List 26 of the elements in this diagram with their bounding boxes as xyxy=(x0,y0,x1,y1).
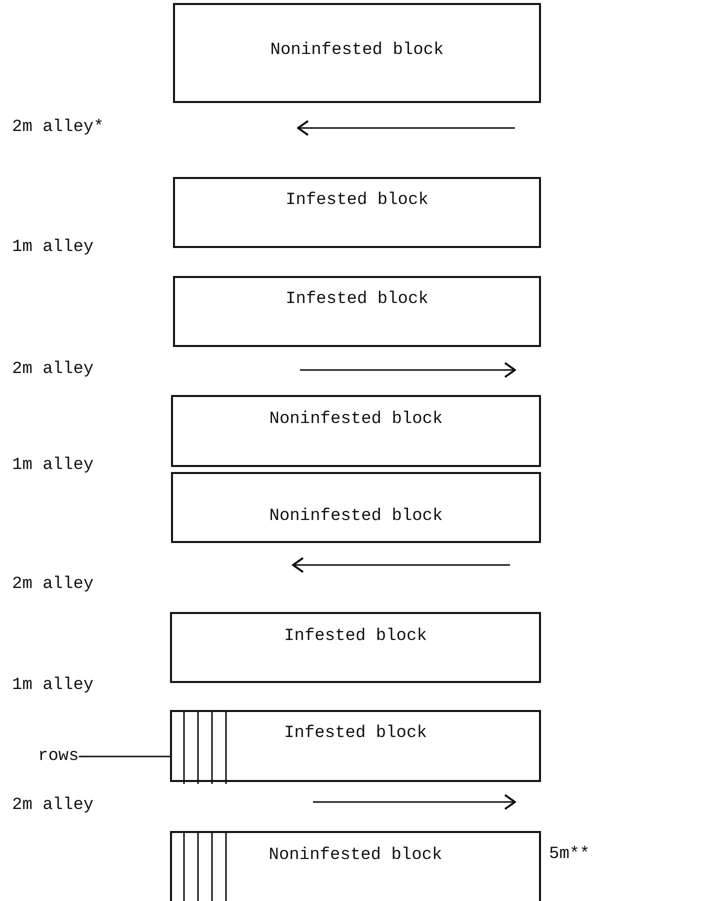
field-block xyxy=(170,831,541,901)
alley-label: 2m alley xyxy=(12,360,94,379)
block-label: Noninfested block xyxy=(268,846,444,865)
field-block xyxy=(171,472,541,543)
field-block xyxy=(173,3,541,103)
alley-label: 1m alley xyxy=(12,456,94,475)
block-label: Infested block xyxy=(284,191,430,210)
alley-label: 2m alley xyxy=(12,575,94,594)
block-label: Infested block xyxy=(283,724,428,743)
field-block xyxy=(173,177,541,248)
block-label: Noninfested block xyxy=(269,41,445,60)
alley-label: 2m alley xyxy=(12,796,94,815)
field-block xyxy=(171,395,541,467)
callout-label: rows xyxy=(38,747,79,766)
block-label: Infested block xyxy=(284,290,430,309)
alley-label: 2m alley* xyxy=(12,118,104,137)
field-block xyxy=(173,276,541,347)
field-block xyxy=(170,612,541,683)
field-block xyxy=(170,710,541,782)
block-label: Infested block xyxy=(283,627,428,646)
alley-label: 1m alley xyxy=(12,238,94,257)
dimension-label: 5m** xyxy=(549,845,590,864)
leader-line xyxy=(78,756,170,758)
block-label: Noninfested block xyxy=(268,410,444,429)
alley-label: 1m alley xyxy=(12,676,94,695)
block-label: Noninfested block xyxy=(268,507,444,526)
